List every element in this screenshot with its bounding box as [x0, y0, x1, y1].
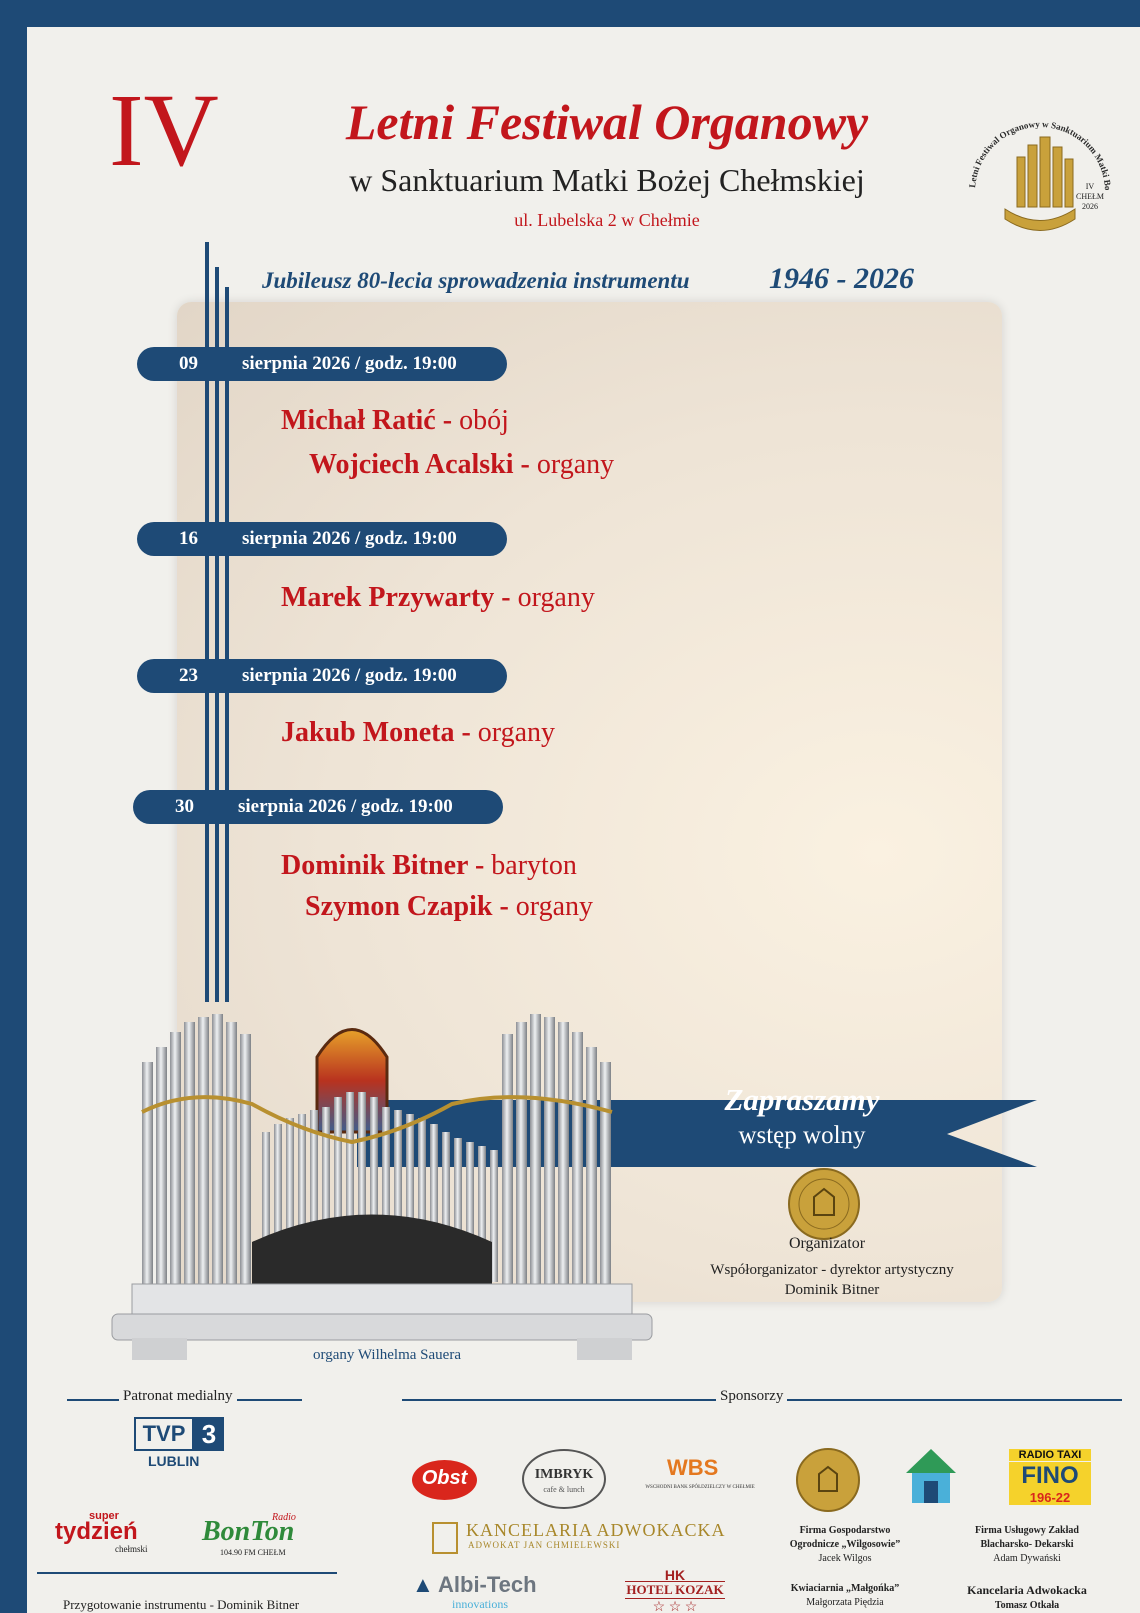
- instrument-preparation: Przygotowanie instrumentu - Dominik Bitn…: [63, 1597, 300, 1612]
- venue-address: ul. Lubelska 2 w Chełmie: [514, 210, 700, 230]
- festival-subtitle: w Sanktuarium Matki Bożej Chełmskiej: [349, 162, 865, 198]
- performer-instrument: obój: [459, 405, 509, 436]
- invitation-text: Zapraszamy: [724, 1082, 880, 1117]
- concert-date-pill: 30 sierpnia 2026 / godz. 19:00: [133, 790, 503, 824]
- concert-time: sierpnia 2026 / godz. 19:00: [242, 528, 457, 549]
- wbs-logo: WBS WSCHODNI BANK SPÓŁDZIELCZY W CHEŁMIE: [645, 1455, 755, 1490]
- staff-line: [215, 267, 219, 1002]
- concert-date-pill: 23 sierpnia 2026 / godz. 19:00: [137, 659, 507, 693]
- obst-logo: Obst: [412, 1460, 477, 1500]
- jubilee-years: 1946 - 2026: [769, 262, 914, 295]
- pipe-organ-illustration: [111, 1014, 653, 1360]
- media-patronage-title: Patronat medialny: [119, 1388, 237, 1405]
- performer-line: Dominik Bitner - baryton: [281, 850, 577, 881]
- imbryk-logo: IMBRYK cafe & lunch: [522, 1449, 606, 1509]
- emblem-year: 2026: [1082, 202, 1098, 211]
- organizer-label: Organizator: [788, 1235, 866, 1252]
- radio-taxi-fino-logo: RADIO TAXI FINO 196-22: [1009, 1449, 1091, 1505]
- tvp3-logo: TVP 3 LUBLIN: [134, 1417, 254, 1469]
- sponsor-malgonka: Kwiaciarnia „Małgońka”Małgorzata Piędzia: [790, 1583, 900, 1608]
- performer-instrument: organy: [515, 891, 594, 922]
- performer-instrument: baryton: [491, 850, 577, 881]
- jubilee-text: Jubileusz 80-lecia sprowadzenia instrume…: [262, 268, 690, 293]
- kancelaria-chmielewski-logo: KANCELARIA ADWOKACKA ADWOKAT JAN CHMIELE…: [432, 1520, 732, 1556]
- emblem-edition: IV: [1086, 182, 1095, 191]
- performer-instrument: organy: [517, 582, 595, 613]
- performer-line: Jakub Moneta - organy: [281, 717, 556, 748]
- concert-date-pill: 09 sierpnia 2026 / godz. 19:00: [137, 347, 507, 381]
- concert-time: sierpnia 2026 / godz. 19:00: [242, 353, 457, 374]
- performer-name: Marek Przywarty: [281, 582, 495, 613]
- radio-bonton-logo: Radio BonTon 104.90 FM CHEŁM: [202, 1512, 296, 1557]
- performer-name: Michał Ratić: [281, 405, 436, 436]
- edition-numeral: IV: [109, 73, 219, 188]
- concert-day: 09: [179, 353, 198, 374]
- co-organizer-label: Współorganizator - dyrektor artystyczny: [710, 1262, 954, 1278]
- poster: IV Letni Festiwal Organowy w Sanktuarium…: [27, 27, 1140, 1613]
- performer-name: Jakub Moneta: [281, 717, 455, 748]
- concert-day: 23: [179, 665, 198, 686]
- sanctuary-medal-icon: [788, 1168, 860, 1240]
- staff-line: [205, 242, 209, 1002]
- performer-line: Szymon Czapik - organy: [305, 891, 594, 922]
- concert-day: 16: [179, 528, 198, 549]
- divider: [37, 1572, 337, 1574]
- free-entry-text: wstęp wolny: [738, 1122, 866, 1149]
- house-logo-icon: [906, 1449, 956, 1503]
- performer-name: Dominik Bitner: [281, 850, 468, 881]
- concert-time: sierpnia 2026 / godz. 19:00: [238, 796, 453, 817]
- co-organizer-name: Dominik Bitner: [784, 1282, 880, 1298]
- concert-date-pill: 16 sierpnia 2026 / godz. 19:00: [137, 522, 507, 556]
- scales-icon: [432, 1522, 458, 1554]
- concert-day: 30: [175, 796, 194, 817]
- performer-line: Michał Ratić - obój: [281, 405, 509, 436]
- festival-title: Letni Festiwal Organowy: [345, 94, 869, 150]
- sponsors-title: Sponsorzy: [716, 1388, 788, 1405]
- performer-name: Szymon Czapik: [305, 891, 493, 922]
- organ-emblem-icon: Letni Festiwal Organowy w Sanktuarium Ma…: [955, 97, 1113, 231]
- emblem-city: CHEŁM: [1076, 192, 1104, 201]
- albi-tech-logo: ▲ Albi-Tech innovations: [412, 1572, 537, 1611]
- performer-name: Wojciech Acalski: [309, 449, 514, 480]
- hotel-kozak-logo: HK HOTEL KOZAK ☆ ☆ ☆: [625, 1567, 725, 1613]
- performer-line: Marek Przywarty - organy: [281, 582, 595, 613]
- concert-time: sierpnia 2026 / godz. 19:00: [242, 665, 457, 686]
- super-tydzien-logo: super tydzień chełmski: [55, 1510, 148, 1554]
- staff-line: [225, 287, 229, 1002]
- performer-line: Wojciech Acalski - organy: [309, 449, 615, 480]
- performer-instrument: organy: [477, 717, 556, 748]
- performer-instrument: organy: [536, 449, 615, 480]
- sanctuary-medal-icon: [796, 1448, 860, 1512]
- organ-caption: organy Wilhelma Sauera: [313, 1347, 461, 1363]
